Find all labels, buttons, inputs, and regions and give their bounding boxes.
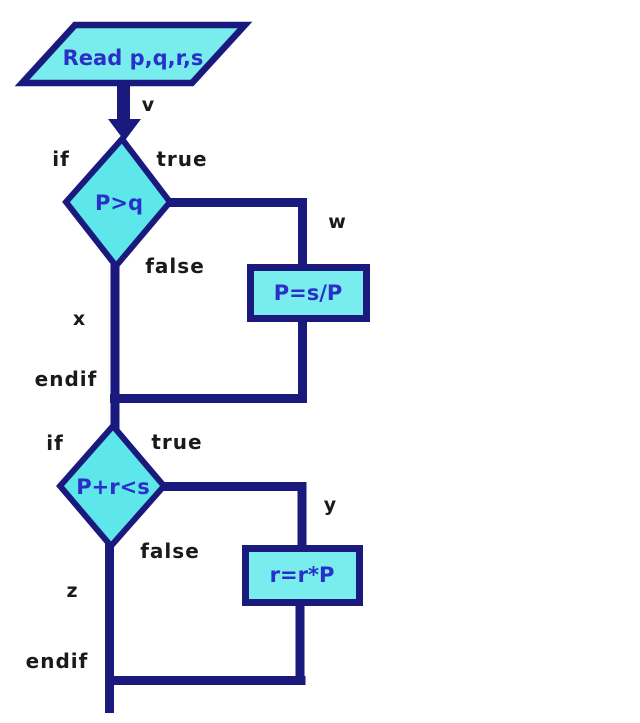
decision1-false-label: false [145,254,205,278]
edge-label-x: x [73,308,85,330]
edge-label-v: v [142,94,155,116]
process2-text: r=r*P [270,563,335,587]
edge-label-y: y [324,494,337,516]
decision2-true-label: true [151,430,202,454]
edge-label-z: z [66,580,77,602]
process1-text: P=s/P [274,281,343,305]
process1-rect [247,264,370,322]
decision1-endif-label: endif [35,367,98,391]
edge-decision2-true [159,482,307,552]
decision1-condition-text: P>q [95,191,143,215]
decision2-endif-label: endif [26,649,89,673]
io-read-text: Read p,q,r,s [63,46,204,70]
decision2-diamond [56,421,168,551]
arrow-v-stem [117,82,130,121]
arrow-v-head-icon [108,119,141,141]
decision2-if-label: if [46,431,64,455]
decision1-diamond [62,134,174,271]
edge-label-w: w [328,211,346,233]
edge-process1-to-endif1 [110,315,307,403]
edge-decision1-true [163,198,307,271]
decision2-false-label: false [140,539,200,563]
decision1-if-label: if [52,147,70,171]
decision2-condition-text: P+r<s [76,475,149,499]
io-read-parallelogram [14,21,253,87]
decision1-true-label: true [156,147,207,171]
process2-rect [242,545,363,606]
